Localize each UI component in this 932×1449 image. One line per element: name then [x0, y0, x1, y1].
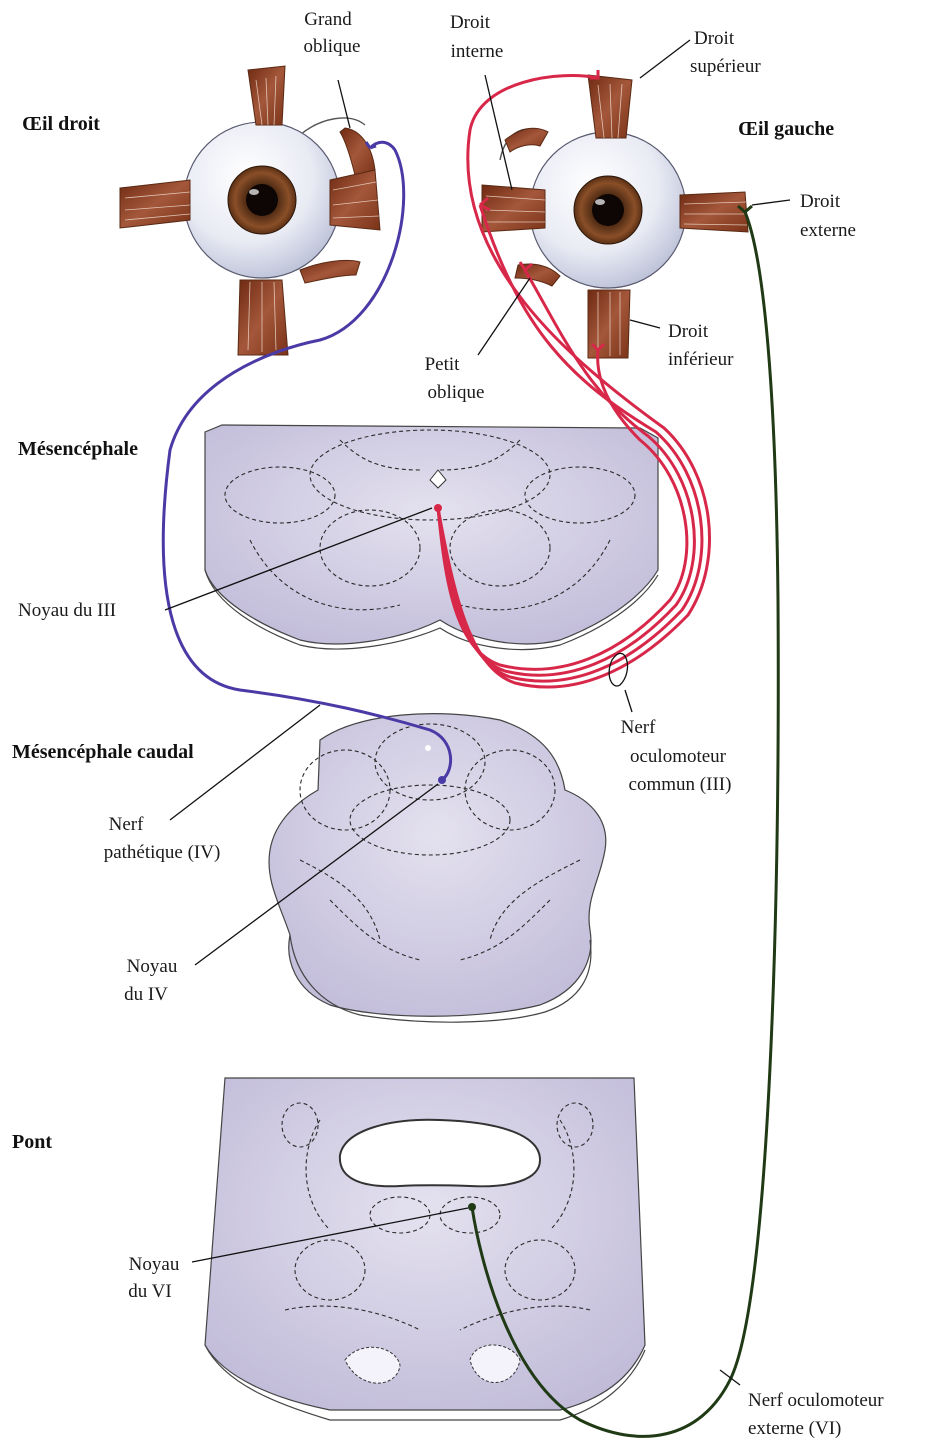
label-inferior-rectus-2: inférieur — [668, 349, 734, 370]
label-nucleus-iv-2: du IV — [124, 984, 168, 1005]
caudal-midbrain-section — [269, 714, 606, 1023]
label-superior-oblique-1: Grand — [304, 9, 352, 30]
title-pons: Pont — [12, 1131, 52, 1153]
pons-section — [205, 1078, 645, 1420]
label-oculomotor-nerve-2: oculomoteur — [630, 746, 727, 767]
label-lateral-rectus-2: externe — [800, 220, 856, 241]
label-inferior-oblique-1: Petit — [425, 354, 461, 375]
label-abducens-nerve-1: Nerf oculomoteur — [748, 1390, 884, 1411]
title-left-eye: Œil gauche — [738, 118, 834, 140]
right-superior-oblique-muscle — [340, 128, 375, 175]
label-oculomotor-nerve-3: commun (III) — [629, 774, 732, 795]
title-right-eye: Œil droit — [22, 113, 100, 135]
label-trochlear-nerve-1: Nerf — [109, 814, 144, 835]
title-midbrain: Mésencéphale — [18, 438, 138, 460]
label-lateral-rectus-1: Droit — [800, 191, 841, 212]
label-oculomotor-nerve-1: Nerf — [621, 717, 656, 738]
label-medial-rectus-1: Droit — [450, 12, 491, 33]
label-abducens-nerve-2: externe (VI) — [748, 1418, 841, 1439]
right-eye — [120, 66, 380, 355]
label-nucleus-iii: Noyau du III — [18, 600, 116, 621]
label-trochlear-nerve-2: pathétique (IV) — [104, 842, 221, 863]
label-inferior-oblique-2: oblique — [428, 382, 485, 403]
label-superior-rectus-2: supérieur — [690, 56, 761, 77]
left-eye — [482, 75, 748, 358]
label-nucleus-vi-2: du VI — [128, 1281, 171, 1302]
label-superior-rectus-1: Droit — [694, 28, 735, 49]
label-inferior-rectus-1: Droit — [668, 321, 709, 342]
label-nucleus-vi-1: Noyau — [129, 1254, 180, 1275]
label-nucleus-iv-1: Noyau — [127, 956, 178, 977]
midbrain-section — [205, 425, 658, 650]
label-medial-rectus-2: interne — [451, 41, 504, 62]
title-caudal-midbrain: Mésencéphale caudal — [12, 741, 194, 763]
label-superior-oblique-2: oblique — [304, 36, 361, 57]
